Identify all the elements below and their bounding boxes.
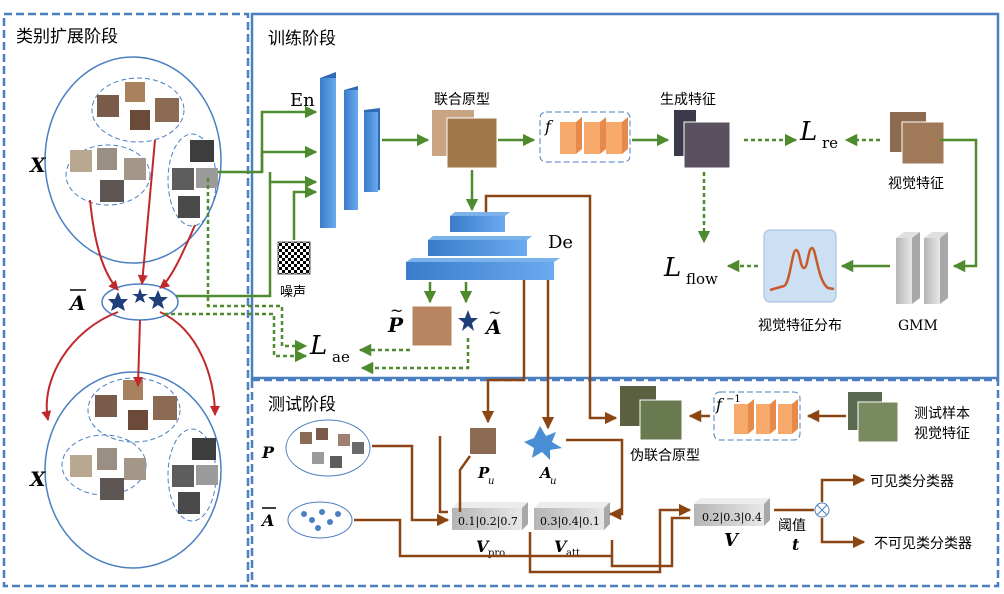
- label-generated-features: 生成特征: [660, 92, 716, 108]
- label-f: f: [544, 117, 554, 136]
- unseen-attribute-shape: [524, 426, 562, 460]
- f-orange-blocks: [560, 117, 628, 154]
- green-dotted-arrows: [164, 133, 880, 375]
- label-f-inverse: f: [715, 395, 725, 414]
- L-re-subscript: re: [822, 134, 838, 152]
- P-u-subscript: u: [488, 476, 494, 487]
- label-A-bar: A: [68, 291, 86, 315]
- label-visual-feature-distribution: 视觉特征分布: [758, 318, 842, 334]
- joint-prototype-image: [446, 117, 498, 169]
- panel-title-training: 训练阶段: [268, 29, 336, 49]
- label-encoder: En: [290, 90, 315, 111]
- decoder-block: [406, 212, 560, 280]
- label-t: t: [792, 535, 800, 554]
- generated-features-image: [683, 121, 731, 169]
- f-mapping-box: [539, 111, 631, 163]
- V-att-values: 0.3|0.4|0.1: [540, 515, 600, 529]
- f-inverse-box: [713, 391, 801, 441]
- A-u-subscript: u: [550, 476, 556, 487]
- unseen-prototype-image: [470, 428, 496, 454]
- prototype-set-ellipse: [285, 419, 371, 477]
- L-flow-symbol: L: [663, 253, 681, 283]
- label-X-bottom: X: [28, 467, 47, 491]
- attribute-set-stars: [301, 509, 341, 531]
- label-V-att: V: [554, 537, 568, 556]
- test-sample-image: [857, 401, 899, 443]
- feature-distribution-curve: [769, 246, 835, 292]
- label-seen-classifier: 可见类分类器: [870, 474, 954, 490]
- L-re-symbol: L: [799, 117, 817, 147]
- category-expansion-panel: [2, 12, 250, 588]
- attribute-star-1: [108, 292, 128, 311]
- L-ae-subscript: ae: [332, 348, 350, 366]
- L-ae-symbol: L: [309, 331, 327, 361]
- label-test-sample-2: 视觉特征: [914, 426, 970, 442]
- reconstructed-attribute-star: [458, 310, 478, 331]
- label-P: P: [261, 443, 275, 462]
- encoder-block: [320, 72, 380, 228]
- label-V-pro: V: [476, 537, 490, 556]
- pseudo-prototype-image: [639, 399, 683, 441]
- V-pro-values: 0.1|0.2|0.7: [458, 515, 518, 529]
- label-visual-features: 视觉特征: [888, 176, 944, 192]
- f-inverse-orange-blocks: [734, 399, 798, 434]
- label-A-u: A: [538, 464, 552, 482]
- label-GMM: GMM: [898, 318, 938, 334]
- label-pseudo-joint-prototype: 伪联合原型: [630, 448, 700, 464]
- panel-title-category-expansion: 类别扩展阶段: [16, 27, 118, 47]
- V-pro-box: [452, 502, 528, 530]
- attribute-star-3: [148, 290, 168, 309]
- L-flow-subscript: flow: [686, 270, 718, 288]
- training-panel: [250, 12, 1000, 380]
- V-pro-subscript: pro: [488, 548, 505, 559]
- label-joint-prototype: 联合原型: [434, 92, 490, 108]
- label-X-top: X: [28, 153, 47, 177]
- testing-panel: [250, 378, 1000, 588]
- label-P-tilde: P: [387, 313, 404, 337]
- V-att-box: [534, 502, 610, 530]
- prototype-set-thumbnails: [300, 428, 364, 468]
- feature-distribution-box: [763, 229, 837, 303]
- panel-title-testing: 测试阶段: [268, 395, 336, 415]
- red-expansion-arrows: [41, 139, 220, 421]
- A-tilde-mark: ~: [488, 303, 501, 322]
- operator-line-2: [816, 504, 828, 516]
- label-threshold: 阈值: [778, 518, 806, 534]
- top-class-ellipse: [44, 56, 222, 264]
- label-decoder: De: [548, 232, 573, 253]
- label-A-tilde: A: [484, 315, 502, 339]
- V-att-subscript: att: [566, 548, 580, 559]
- visual-features-image: [901, 121, 945, 165]
- brown-arrows: [354, 194, 866, 574]
- top-image-thumbnails: [70, 82, 218, 218]
- noise-pattern: [277, 241, 311, 275]
- label-test-sample-1: 测试样本: [914, 406, 970, 422]
- label-A-bar-test: A: [260, 511, 274, 530]
- reconstructed-prototype-image: [411, 305, 453, 347]
- P-tilde-mark: ~: [390, 301, 403, 320]
- label-P-u: P: [477, 464, 490, 482]
- attribute-set-ellipse: [287, 501, 353, 539]
- f-inverse-superscript: −1: [726, 394, 741, 405]
- label-V: V: [724, 530, 740, 551]
- green-solid-arrows: [176, 105, 978, 304]
- gmm-block: [896, 232, 948, 304]
- label-noise: 噪声: [280, 285, 306, 300]
- V-box: [694, 498, 770, 526]
- label-unseen-classifier: 不可见类分类器: [874, 536, 972, 552]
- attribute-star-2: [132, 288, 148, 303]
- V-values: 0.2|0.3|0.4: [702, 511, 762, 525]
